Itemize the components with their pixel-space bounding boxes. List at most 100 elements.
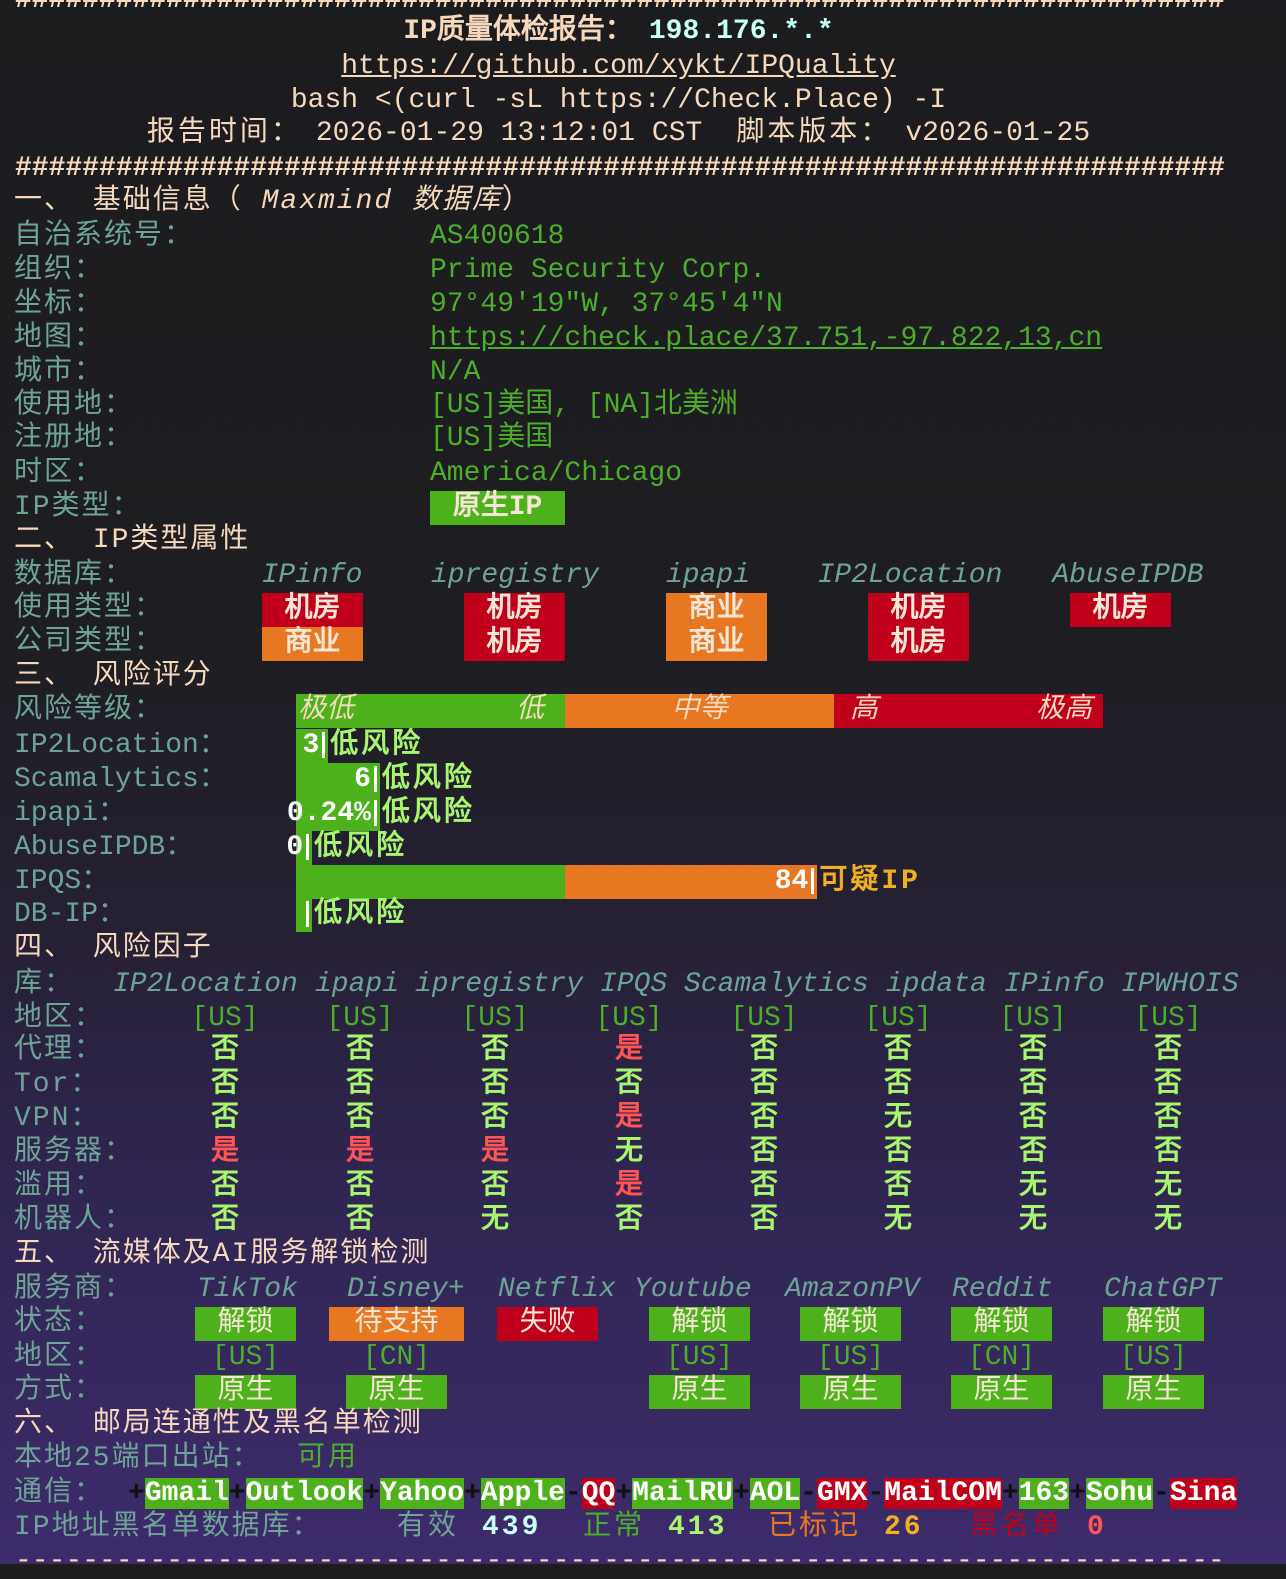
factor-region: [US] <box>1134 1003 1202 1034</box>
score-value: 3 <box>302 730 320 761</box>
field-label: 注册地： <box>14 423 135 454</box>
level-very-low: 极低 <box>298 695 355 726</box>
score-value: 0 <box>286 832 304 863</box>
field-label: 组织： <box>14 255 105 286</box>
factor-value: 否 <box>1018 1069 1047 1100</box>
mail-separator: + <box>128 1478 145 1509</box>
level-very-high: 极高 <box>1036 695 1093 726</box>
section-basic-title: 一、 基础信息（ Maxmind 数据库） <box>14 185 532 219</box>
score-value-wrap: 84 <box>0 865 817 899</box>
section-mail-title: 六、 邮局连通性及黑名单检测 <box>14 1409 423 1440</box>
section-title-italic: Maxmind 数据库 <box>261 186 503 217</box>
factor-source: IP2Location <box>113 969 298 1000</box>
ip-type-badge: 原生IP <box>430 491 565 525</box>
clean-label: 正常 <box>583 1512 646 1543</box>
field-value: America/Chicago <box>430 458 683 489</box>
company-type-badge: 商业 <box>262 627 363 661</box>
mail-provider-badge: QQ <box>581 1478 616 1509</box>
map-link[interactable]: https://check.place/37.751,-97.822,13,cn <box>430 323 1103 354</box>
field-value: Prime Security Corp. <box>430 255 767 286</box>
factor-region: [US] <box>595 1003 663 1034</box>
risk-level-high-segment <box>834 694 1103 728</box>
factor-region: [US] <box>461 1003 529 1034</box>
mail-provider-badge: AOL <box>749 1478 801 1509</box>
factor-value: 否 <box>210 1035 239 1066</box>
score-value-wrap: 0.24% <box>0 797 380 831</box>
usage-type-badge: 机房 <box>464 593 565 627</box>
factor-value: 无 <box>1153 1205 1182 1236</box>
company-type-badge: 机房 <box>868 627 969 661</box>
score-verdict: 低风险 <box>314 832 408 863</box>
factor-value: 无 <box>1018 1171 1047 1202</box>
score-bar-medium <box>565 865 818 899</box>
score-source-label: IP2Location： <box>14 730 227 761</box>
level-low: 低 <box>516 695 545 726</box>
factor-value: 否 <box>345 1171 374 1202</box>
service-method-badge: 原生 <box>649 1375 750 1409</box>
risk-level-low-segment <box>296 694 565 728</box>
mail-separator: + <box>615 1478 633 1509</box>
service-status-badge: 解锁 <box>195 1307 296 1341</box>
service-region: [US] <box>211 1342 280 1373</box>
section-title-prefix: 一、 基础信息（ <box>14 186 262 217</box>
score-verdict: 低风险 <box>330 730 424 761</box>
mail-provider-badge: Sohu <box>1085 1478 1154 1509</box>
factor-source: ipdata <box>886 969 987 1000</box>
title-label: IP质量体检报告： <box>403 16 633 47</box>
factor-source: IPQS <box>600 969 668 1000</box>
factor-region: [US] <box>191 1003 259 1034</box>
factor-value: 否 <box>749 1205 778 1236</box>
status-label: 状态： <box>14 1307 105 1338</box>
company-type-label: 公司类型： <box>14 627 165 658</box>
factor-value: 无 <box>883 1205 912 1236</box>
service-status-badge: 失败 <box>497 1307 598 1341</box>
service-region: [US] <box>816 1342 885 1373</box>
valid-label: 有效 <box>397 1512 460 1543</box>
db-name: AbuseIPDB <box>1052 560 1204 591</box>
field-label: 时区： <box>14 458 105 489</box>
factor-source: ipregistry <box>415 969 584 1000</box>
risk-level-label: 风险等级： <box>14 695 165 726</box>
mail-separator: - <box>1153 1478 1170 1509</box>
usage-type-badge: 机房 <box>868 593 969 627</box>
factor-value: 否 <box>614 1069 643 1100</box>
service-status-badge: 待支持 <box>329 1307 464 1341</box>
factor-value: 否 <box>883 1035 912 1066</box>
usage-type-badge: 机房 <box>1070 593 1171 627</box>
service-region: [US] <box>665 1342 734 1373</box>
factor-source: IPinfo <box>1004 969 1105 1000</box>
service-name: Netflix <box>498 1274 616 1305</box>
score-verdict: 低风险 <box>314 899 408 930</box>
field-label: 坐标： <box>14 289 105 320</box>
factor-label: 代理： <box>14 1035 105 1066</box>
factor-value: 否 <box>1153 1103 1182 1134</box>
factor-region: [US] <box>864 1003 932 1034</box>
mail-providers: +Gmail+Outlook+Yahoo+Apple-QQ+MailRU+AOL… <box>128 1477 1238 1511</box>
factor-value: 无 <box>1018 1205 1047 1236</box>
score-value: 0.24% <box>286 798 371 829</box>
section-streaming-title: 五、 流媒体及AI服务解锁检测 <box>14 1239 431 1270</box>
company-type-badge: 机房 <box>464 627 565 661</box>
section-risk-score-title: 三、 风险评分 <box>14 661 213 692</box>
factor-value: 无 <box>480 1205 509 1236</box>
mail-separator: + <box>732 1478 750 1509</box>
factor-value: 否 <box>480 1035 509 1066</box>
factor-label: 服务器： <box>14 1137 135 1168</box>
score-source-label: Scamalytics： <box>14 764 227 795</box>
mail-separator: + <box>228 1478 246 1509</box>
score-divider <box>373 765 377 792</box>
score-verdict: 低风险 <box>381 798 475 829</box>
factor-value: 否 <box>480 1069 509 1100</box>
mail-provider-badge: Apple <box>480 1478 565 1509</box>
blacklisted-label: 黑名单 <box>970 1512 1064 1543</box>
separator-bottom: ----------------------------------------… <box>15 1546 1225 1577</box>
score-bar-low <box>296 797 380 831</box>
valid-count: 439 <box>482 1512 542 1543</box>
service-status-badge: 解锁 <box>800 1307 901 1341</box>
run-command: bash <(curl -sL https://Check.Place) -I <box>290 85 947 116</box>
service-region: [CN] <box>362 1342 431 1373</box>
comm-label: 通信： <box>14 1478 105 1509</box>
factor-value: 是 <box>614 1171 643 1202</box>
repo-link[interactable]: https://github.com/xykt/IPQuality <box>341 51 896 82</box>
